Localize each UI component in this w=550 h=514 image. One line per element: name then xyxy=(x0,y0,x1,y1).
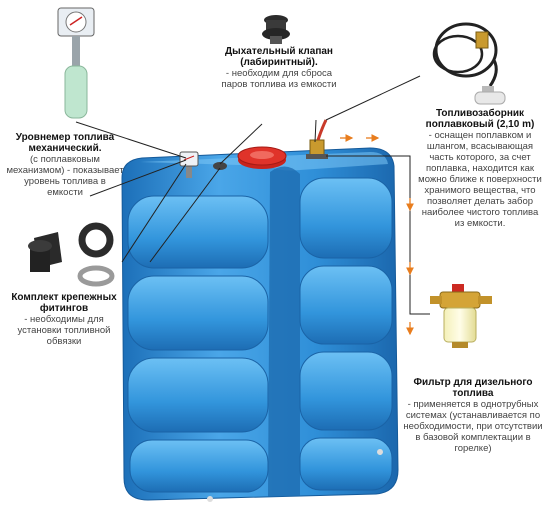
tank-valve-small xyxy=(213,162,227,170)
flow-arrows xyxy=(340,134,414,336)
diesel-filter-label: Фильтр для дизельного топлива - применяе… xyxy=(402,377,544,454)
tank-rib xyxy=(129,439,269,493)
float-pickup-desc: - оснащен поплавком и шлангом, всасывающ… xyxy=(418,130,542,229)
leader-lines xyxy=(75,75,430,315)
breather-valve-label: Дыхательный клапан (лабиринтный). - необ… xyxy=(220,46,338,90)
float-pickup-label: Топливозаборник поплавковый (2,10 m) - о… xyxy=(416,108,544,229)
fittings-kit-title: Комплект крепежных фитингов xyxy=(11,292,117,314)
tank-rib xyxy=(299,265,393,345)
float-pickup-title: Топливозаборник поплавковый (2,10 m) xyxy=(425,108,535,130)
tank-rib xyxy=(127,195,269,269)
diesel-filter-image xyxy=(430,284,492,348)
diesel-filter-desc: - применяется в однотрубных системах (ус… xyxy=(403,399,543,454)
breather-valve-image xyxy=(262,15,290,44)
level-gauge-label: Уровнемер топлива механический. (с попла… xyxy=(6,132,124,198)
fittings-kit-desc: - необходимы для установки топливной обв… xyxy=(17,314,111,347)
breather-valve-desc: - необходим для сброса паров топлива из … xyxy=(221,68,337,90)
tank-pickup-fitting xyxy=(306,119,328,159)
float-pickup-image xyxy=(432,22,506,105)
tank-rib xyxy=(299,437,393,491)
tank-rib xyxy=(299,351,393,431)
tank-gauge-small xyxy=(179,151,199,178)
level-gauge-image xyxy=(57,7,95,119)
tank xyxy=(121,119,399,502)
tank-rib xyxy=(299,177,393,259)
diesel-filter-title: Фильтр для дизельного топлива xyxy=(413,377,533,399)
fittings-kit-label: Комплект крепежных фитингов - необходимы… xyxy=(4,292,124,347)
tank-center-channel xyxy=(268,166,300,497)
tank-rib xyxy=(127,275,269,351)
breather-valve-title: Дыхательный клапан (лабиринтный). xyxy=(225,46,333,68)
level-gauge-title: Уровнемер топлива механический. xyxy=(15,132,115,154)
level-gauge-desc: (с поплавковым механизмом) - показывает … xyxy=(6,154,124,198)
fittings-kit-image xyxy=(28,222,115,287)
tank-rib xyxy=(127,357,269,433)
